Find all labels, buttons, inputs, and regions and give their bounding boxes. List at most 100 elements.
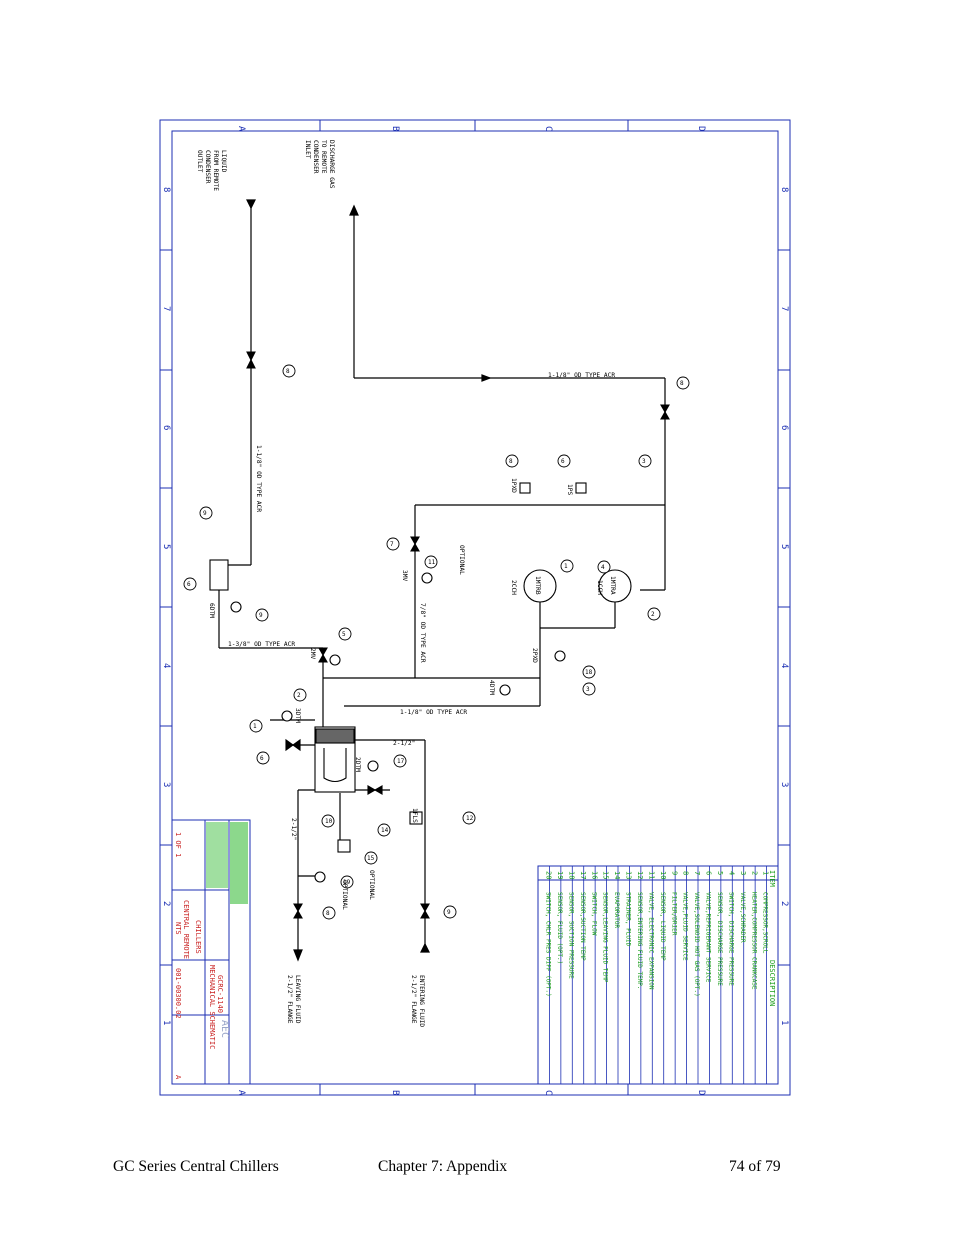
tag-3dtm: 3DTM bbox=[294, 708, 301, 723]
svg-text:2: 2 bbox=[297, 692, 301, 699]
fluid-valve-entering-icon bbox=[420, 903, 430, 913]
liquid-outlet-label-1: LIQUID bbox=[220, 150, 227, 173]
tag-1pxd: 1PXD bbox=[510, 478, 517, 493]
service-valve-icon bbox=[246, 351, 256, 362]
balloon: 4 bbox=[597, 560, 611, 574]
balloon: 8 bbox=[282, 364, 296, 378]
pipe-size-label-discharge: 1-1/8" OD TYPE ACR bbox=[548, 372, 615, 379]
table-item-description: STRAINER, FLUID bbox=[625, 892, 632, 947]
table-item-number: 18 bbox=[567, 871, 575, 879]
temp-sensor-icon-4 bbox=[367, 760, 379, 772]
title-product: CHILLERS bbox=[194, 920, 202, 954]
refrigerant-service-valve-icon bbox=[285, 738, 294, 752]
table-item-description: VALVE,SOLENOID HOT GAS (OPT.) bbox=[693, 892, 700, 997]
tag-4dtm: 4DTM bbox=[488, 680, 495, 695]
zone-letter-top-a: A bbox=[236, 126, 246, 132]
item-table: ITEM DESCRIPTION 1COMPRESSOR,SCROLL2HEAT… bbox=[537, 865, 779, 1085]
table-item-description: HEATER,COMPRESSOR CRANKCASE bbox=[750, 892, 757, 990]
balloon: 8 bbox=[676, 376, 690, 390]
zone-number-left-3: 3 bbox=[161, 782, 171, 787]
title-doc-number: 001-00300.02 bbox=[174, 968, 182, 1019]
svg-text:1: 1 bbox=[564, 563, 568, 570]
leaving-fluid-label-2: 2-1/2" FLANGE bbox=[286, 975, 293, 1024]
zone-number-left-4: 4 bbox=[161, 663, 171, 668]
tag-1fls: 1FLS bbox=[411, 808, 418, 823]
zone-number-left-5: 5 bbox=[161, 544, 171, 549]
entering-fluid-label-1: ENTERING FLUID bbox=[418, 975, 425, 1027]
zone-number-right-3: 3 bbox=[779, 782, 789, 787]
pipe-labels: LIQUID FROM REMOTE CONDENSER OUTLET DISC… bbox=[196, 140, 616, 1027]
title-block: CENTRAL REMOTE NTS CHILLERS MECHANICAL S… bbox=[171, 819, 251, 1085]
optional-label-1: OPTIONAL bbox=[458, 545, 465, 575]
zone-letter-bottom-b: B bbox=[390, 1090, 400, 1095]
tag-2pxd: 2PXD bbox=[531, 648, 538, 663]
table-item-number: 8 bbox=[682, 871, 690, 875]
table-item-number: 12 bbox=[636, 871, 644, 879]
footer-page-number: 74 of 79 bbox=[729, 1158, 781, 1175]
zone-letter-bottom-a: A bbox=[236, 1090, 246, 1096]
temp-sensor-icon bbox=[230, 601, 242, 613]
table-item-description: VALVE, ELECTRONIC EXPANSION bbox=[647, 892, 654, 990]
temp-sensor-icon-6 bbox=[499, 684, 511, 696]
zone-letter-top-d: D bbox=[696, 126, 706, 131]
table-item-number: 20 bbox=[545, 871, 553, 879]
zone-number-left-1: 1 bbox=[161, 1020, 171, 1025]
table-item-description: SENSOR, SUCTION PRESSURE bbox=[567, 892, 574, 979]
zone-letter-top-c: C bbox=[543, 126, 553, 131]
svg-text:18: 18 bbox=[585, 669, 593, 676]
table-item-number: 5 bbox=[716, 871, 724, 875]
table-item-number: 4 bbox=[727, 871, 735, 875]
temp-sensor-icon-2 bbox=[329, 654, 341, 666]
table-item-number: 17 bbox=[579, 871, 587, 879]
balloon: 1 bbox=[249, 719, 263, 733]
zone-number-left-7: 7 bbox=[161, 306, 171, 311]
suction-pressure-sensor-icon bbox=[337, 839, 351, 853]
table-item-number: 15 bbox=[602, 871, 610, 879]
table-item-description: SWITCH, CHLR PRES DIFF (OPT.) bbox=[545, 892, 552, 997]
zone-number-right-7: 7 bbox=[779, 306, 789, 311]
table-item-number: 3 bbox=[739, 871, 747, 875]
filter-drier-icon bbox=[209, 559, 229, 591]
balloon: 2 bbox=[647, 607, 661, 621]
zone-letter-bottom-c: C bbox=[543, 1090, 553, 1095]
compressor-b-tag: 1MTRB bbox=[534, 576, 541, 595]
optional-label-2: OPTIONAL bbox=[368, 870, 375, 900]
table-item-description: SWITCH, DISCHARGE PRESSURE bbox=[727, 892, 734, 986]
balloon: 6 bbox=[256, 751, 270, 765]
balloon: 10 bbox=[321, 814, 335, 828]
balloon: 5 bbox=[338, 627, 352, 641]
solenoid-valve-icon bbox=[410, 536, 420, 546]
svg-text:8: 8 bbox=[680, 380, 684, 387]
zone-number-left-8: 8 bbox=[161, 187, 171, 192]
zone-number-right-6: 6 bbox=[779, 425, 789, 430]
compressor-a-tag: 1MTRA bbox=[609, 576, 616, 595]
balloon: 14 bbox=[377, 823, 391, 837]
footer-document-title: GC Series Central Chillers bbox=[113, 1158, 279, 1175]
compressor-b-icon bbox=[523, 569, 557, 603]
balloon: 3 bbox=[582, 682, 596, 696]
table-item-description: SENSOR, DISCHARGE PRESSURE bbox=[716, 892, 723, 986]
title-rev: A bbox=[174, 1075, 182, 1080]
balloon: 9 bbox=[199, 506, 213, 520]
table-item-number: 14 bbox=[613, 871, 621, 879]
table-item-number: 6 bbox=[705, 871, 713, 875]
table-item-description: SWITCH, FLOW bbox=[590, 892, 597, 936]
table-item-description: FILTER/DRIER bbox=[670, 892, 677, 936]
table-item-number: 11 bbox=[647, 871, 655, 879]
table-item-number: 9 bbox=[670, 871, 678, 875]
tag-3mv: 3MV bbox=[401, 570, 408, 581]
discharge-gas-label-3: CONDENSER bbox=[312, 140, 319, 174]
liquid-outlet-label-3: CONDENSER bbox=[204, 150, 211, 184]
callout-balloons: 8 8 9 6 3 7 9 11 8 6 5 4 3 1 2 2 1 6 18 … bbox=[183, 364, 690, 920]
balloon: 6 bbox=[557, 454, 571, 468]
entering-fluid-label-2: 2-1/2" FLANGE bbox=[410, 975, 417, 1024]
table-item-description: SENSOR, FLUID (OPT.) bbox=[556, 892, 563, 964]
svg-text:6: 6 bbox=[561, 458, 565, 465]
balloon: 8 bbox=[322, 906, 336, 920]
table-item-number: 1 bbox=[762, 871, 770, 875]
title-logo: AEC bbox=[219, 1020, 230, 1038]
optional-label-3: OPTIONAL bbox=[341, 880, 348, 910]
svg-text:6: 6 bbox=[260, 755, 264, 762]
pressure-transducer-icon bbox=[519, 482, 531, 494]
